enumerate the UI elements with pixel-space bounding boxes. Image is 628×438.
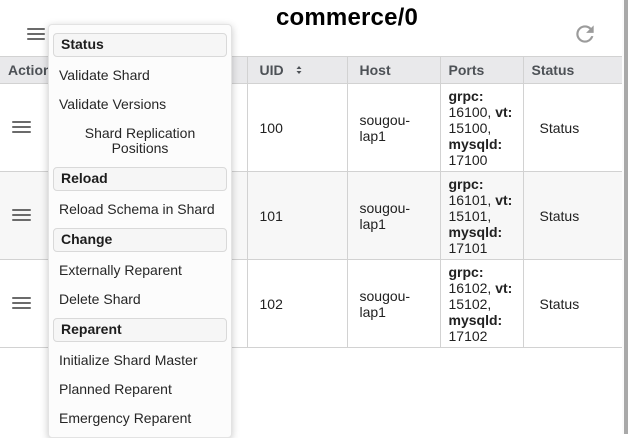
port-label: grpc: bbox=[448, 87, 484, 104]
ports-cell: grpc: 16101, vt: 15101, mysqld: 17101 bbox=[440, 171, 524, 260]
column-header-ports: Ports bbox=[440, 56, 524, 84]
menu-item-initialize-shard-master[interactable]: Initialize Shard Master bbox=[59, 352, 198, 368]
port-label: mysqld: bbox=[448, 223, 503, 240]
scrollbar-track bbox=[622, 0, 628, 434]
port-label: mysqld: bbox=[448, 135, 503, 152]
status-link[interactable]: Status bbox=[523, 171, 623, 260]
menu-item-externally-reparent[interactable]: Externally Reparent bbox=[59, 262, 182, 278]
column-header-uid[interactable]: UID bbox=[247, 56, 348, 84]
ports-cell: grpc: 16102, vt: 15102, mysqld: 17102 bbox=[440, 259, 524, 348]
menu-section-header-change: Change bbox=[53, 228, 227, 252]
menu-item-emergency-reparent[interactable]: Emergency Reparent bbox=[59, 410, 192, 426]
ports-cell: grpc: 16100, vt: 15100, mysqld: 17100 bbox=[440, 83, 524, 172]
hamburger-icon[interactable] bbox=[27, 28, 45, 42]
sort-icon[interactable] bbox=[293, 64, 305, 76]
refresh-icon[interactable] bbox=[572, 21, 598, 47]
menu-section-header-reparent: Reparent bbox=[53, 318, 227, 342]
scrollbar-thumb[interactable] bbox=[624, 0, 628, 434]
column-header-host: Host bbox=[347, 56, 441, 84]
page-title: commerce/0 bbox=[275, 4, 419, 31]
host-cell: sougou-lap1 bbox=[347, 259, 441, 348]
column-header-status: Status bbox=[523, 56, 623, 84]
uid-cell: 102 bbox=[247, 259, 348, 348]
port-label: mysqld: bbox=[448, 311, 503, 328]
row-actions-menu-icon[interactable] bbox=[12, 208, 31, 221]
status-link[interactable]: Status bbox=[523, 259, 623, 348]
uid-cell: 100 bbox=[247, 83, 348, 172]
menu-item-reload-schema-in-shard[interactable]: Reload Schema in Shard bbox=[59, 201, 215, 217]
menu-section-header-status: Status bbox=[53, 33, 227, 57]
status-link[interactable]: Status bbox=[523, 83, 623, 172]
uid-cell: 101 bbox=[247, 171, 348, 260]
host-cell: sougou-lap1 bbox=[347, 171, 441, 260]
row-actions-menu-icon[interactable] bbox=[12, 296, 31, 309]
host-cell: sougou-lap1 bbox=[347, 83, 441, 172]
menu-item-validate-shard[interactable]: Validate Shard bbox=[59, 67, 150, 83]
menu-section-header-reload: Reload bbox=[53, 167, 227, 191]
row-actions-menu-icon[interactable] bbox=[12, 120, 31, 133]
port-label: vt: bbox=[495, 103, 513, 120]
menu-item-delete-shard[interactable]: Delete Shard bbox=[59, 291, 141, 307]
port-label: vt: bbox=[495, 279, 513, 296]
port-label: vt: bbox=[495, 191, 513, 208]
menu-item-shard-replication-positions[interactable]: Shard Replication Positions bbox=[84, 125, 196, 156]
menu-item-validate-versions[interactable]: Validate Versions bbox=[59, 96, 167, 112]
menu-item-planned-reparent[interactable]: Planned Reparent bbox=[59, 381, 172, 397]
port-label: grpc: bbox=[448, 263, 484, 280]
port-label: grpc: bbox=[448, 175, 484, 192]
